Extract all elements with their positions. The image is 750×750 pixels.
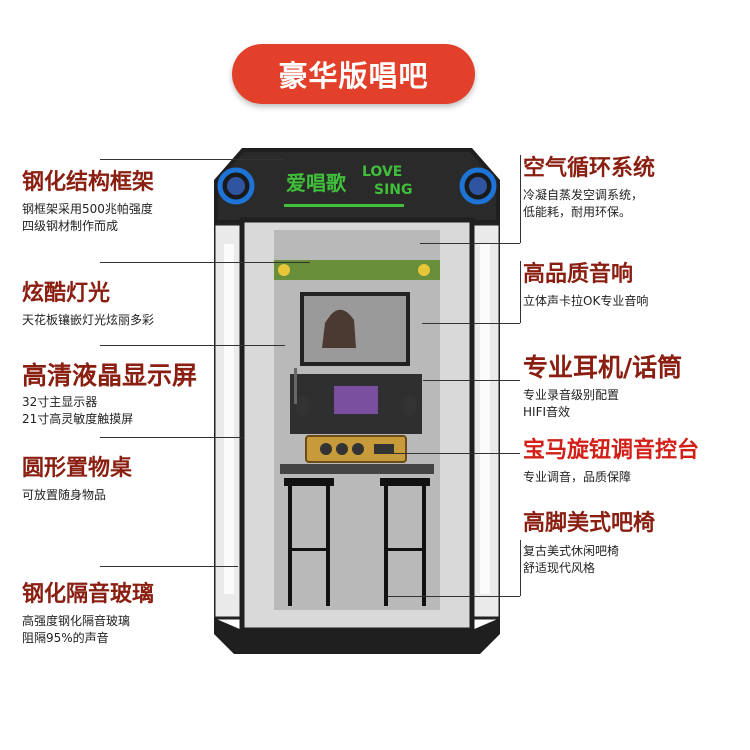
feature-air-circulation: 空气循环系统 冷凝自蒸发空调系统， 低能耗，耐用环保。: [523, 158, 655, 221]
leader-line: [100, 262, 310, 263]
leader-line: [382, 453, 520, 454]
feature-desc: 钢框架采用500兆帕强度: [22, 202, 153, 216]
feature-desc: 复古美式休闲吧椅: [523, 544, 620, 558]
booth-sign-en-bottom: SING: [374, 182, 413, 198]
feature-title: 炫酷灯光: [22, 281, 111, 306]
feature-soundproof-glass: 钢化隔音玻璃 高强度钢化隔音玻璃 阻隔95%的声音: [22, 584, 154, 647]
feature-title: 专业耳机/话筒: [523, 353, 683, 382]
feature-title: 钢化隔音玻璃: [22, 582, 155, 607]
feature-title: 圆形置物桌: [22, 456, 133, 481]
leader-line: [100, 566, 238, 567]
leader-line: [100, 437, 242, 438]
feature-bar-stool: 高脚美式吧椅 复古美式休闲吧椅 舒适现代风格: [523, 513, 655, 577]
leader-line: [100, 159, 284, 160]
feature-title: 钢化结构框架: [22, 170, 155, 195]
feature-desc: 冷凝自蒸发空调系统，: [523, 188, 644, 202]
feature-title: 宝马旋钮调音控台: [523, 438, 700, 463]
feature-desc: HIFI音效: [523, 405, 571, 419]
feature-desc: 21寸高灵敏度触摸屏: [22, 412, 134, 426]
feature-headphone-mic: 专业耳机/话筒 专业录音级别配置 HIFI音效: [523, 355, 682, 421]
feature-mixer: 宝马旋钮调音控台 专业调音，品质保障: [523, 440, 699, 486]
touch-screen: [334, 386, 378, 414]
feature-desc: 专业录音级别配置: [523, 388, 620, 402]
feature-title: 高清液晶显示屏: [22, 361, 198, 390]
feature-desc: 立体声卡拉OK专业音响: [523, 294, 649, 308]
feature-desc: 低能耗，耐用环保。: [523, 205, 632, 219]
feature-desc: 舒适现代风格: [523, 561, 596, 575]
feature-desc: 阻隔95%的声音: [22, 631, 109, 645]
leader-line: [520, 261, 521, 323]
feature-round-table: 圆形置物桌 可放置随身物品: [22, 458, 132, 504]
feature-desc: 天花板镶嵌灯光炫丽多彩: [22, 313, 155, 327]
feature-title: 高脚美式吧椅: [523, 511, 656, 536]
leader-line: [420, 243, 520, 244]
booth-sign-cn: 爱唱歌: [286, 171, 347, 195]
leader-line: [423, 380, 520, 381]
feature-desc: 专业调音，品质保障: [523, 470, 632, 484]
feature-desc: 可放置随身物品: [22, 488, 107, 502]
leader-line: [520, 155, 521, 243]
feature-lighting: 炫酷灯光 天花板镶嵌灯光炫丽多彩: [22, 283, 154, 329]
feature-hd-screen: 高清液晶显示屏 32寸主显示器 21寸高灵敏度触摸屏: [22, 363, 197, 428]
feature-audio: 高品质音响 立体声卡拉OK专业音响: [523, 264, 648, 310]
feature-title: 高品质音响: [523, 262, 634, 287]
karaoke-booth-illustration: 爱唱歌 LOVE SING: [214, 148, 500, 654]
leader-line: [100, 345, 285, 346]
feature-title: 空气循环系统: [523, 156, 656, 181]
leader-line: [388, 596, 520, 597]
feature-desc: 32寸主显示器: [22, 395, 98, 409]
feature-desc: 高强度钢化隔音玻璃: [22, 614, 131, 628]
leader-line: [422, 323, 520, 324]
leader-line: [520, 540, 521, 596]
feature-desc: 四级钢材制作而成: [22, 219, 119, 233]
feature-steel-frame: 钢化结构框架 钢框架采用500兆帕强度 四级钢材制作而成: [22, 172, 154, 235]
page-title: 豪华版唱吧: [278, 59, 429, 93]
booth-sign-en-top: LOVE: [362, 164, 402, 180]
title-banner: 豪华版唱吧: [232, 44, 475, 104]
